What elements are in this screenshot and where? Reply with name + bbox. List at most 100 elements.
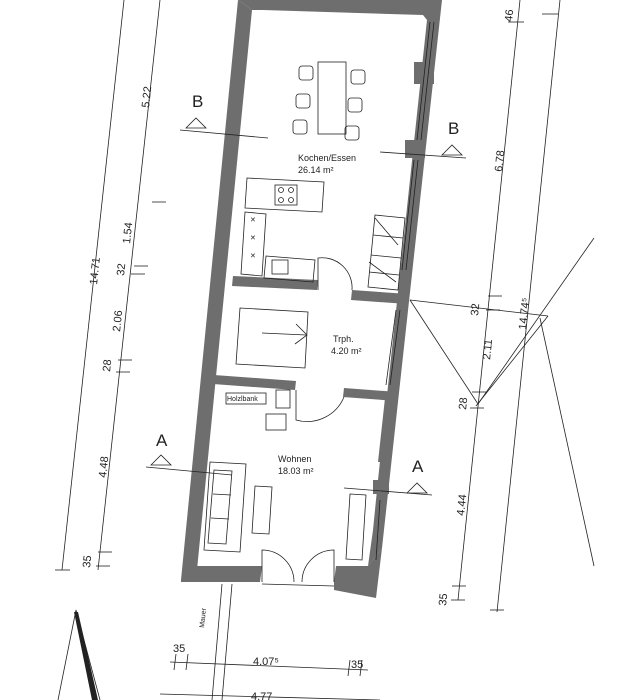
stair-arrow-head bbox=[294, 323, 308, 345]
sideboard bbox=[345, 493, 367, 561]
section-line bbox=[379, 151, 467, 159]
dim-right-4: 2.11 bbox=[481, 339, 495, 361]
terrain-line bbox=[409, 299, 479, 405]
dim-bottom-total: 4.77 bbox=[251, 691, 272, 700]
section-label: A bbox=[412, 457, 424, 476]
wood-storage-box bbox=[225, 392, 267, 405]
window-line bbox=[375, 499, 381, 561]
partition-stair-living-right bbox=[343, 388, 398, 401]
entrance-door bbox=[261, 549, 335, 587]
window-line bbox=[385, 309, 397, 386]
kitchen-counter: ✕ ✕ ✕ bbox=[240, 177, 325, 283]
dim-line bbox=[496, 0, 561, 613]
appliance-mark: ✕ bbox=[250, 217, 256, 224]
stair-hall bbox=[235, 307, 309, 369]
bottom-wall-left bbox=[181, 566, 262, 582]
dim-total-left: 14.71 bbox=[88, 257, 103, 286]
upper-stair bbox=[367, 214, 406, 291]
dim-left-3: 32 bbox=[115, 263, 128, 276]
terrain-line bbox=[539, 317, 595, 567]
dim-line bbox=[457, 0, 521, 601]
terrain-line bbox=[409, 299, 549, 317]
door-swing-kitchen bbox=[317, 257, 353, 291]
terrain-lines bbox=[409, 237, 595, 567]
dim-left-1: 5.22 bbox=[140, 86, 154, 109]
stair-outline bbox=[367, 214, 406, 291]
window-line bbox=[416, 21, 431, 141]
sofa-cushion-line bbox=[210, 517, 230, 520]
sofa-cushion-line bbox=[212, 493, 232, 496]
living-furniture bbox=[203, 389, 367, 561]
partition-kitchen-stair-right bbox=[351, 290, 408, 304]
room-name-living: Wohnen bbox=[278, 454, 311, 464]
exterior-mauer: Mauer bbox=[199, 583, 233, 700]
window-pier-3 bbox=[373, 480, 389, 494]
chair bbox=[350, 69, 366, 85]
dim-bottom: 35 4.07⁵ 35 4.77 bbox=[159, 643, 381, 700]
cooktop bbox=[274, 184, 298, 206]
dim-right-3: 32 bbox=[469, 303, 482, 316]
burner bbox=[278, 187, 284, 193]
room-area-kitchen: 26.14 m² bbox=[298, 165, 334, 175]
dim-tick bbox=[347, 659, 351, 677]
stair-tread bbox=[370, 254, 402, 259]
dim-right-7: 35 bbox=[437, 593, 450, 606]
section-line bbox=[179, 129, 269, 139]
stair-diag bbox=[374, 217, 399, 246]
section-arrow-icon bbox=[185, 117, 207, 129]
section-label: A bbox=[156, 431, 168, 450]
section-arrow-icon bbox=[441, 144, 463, 156]
dim-right-6: 4.44 bbox=[455, 494, 469, 517]
stair-diag bbox=[368, 261, 397, 283]
burner bbox=[288, 197, 294, 203]
chair bbox=[344, 125, 360, 141]
room-name-kitchen: Kochen/Essen bbox=[298, 153, 356, 163]
counter-side bbox=[240, 211, 267, 277]
stair-tread bbox=[372, 234, 404, 239]
section-a-left: A bbox=[145, 431, 233, 476]
section-line bbox=[145, 466, 233, 476]
section-b-left: B bbox=[179, 92, 269, 139]
dim-left-inner: 5.22 1.54 32 2.06 28 4.48 35 bbox=[81, 0, 166, 571]
bottom-wall-right bbox=[334, 548, 382, 598]
counter-top bbox=[244, 177, 325, 213]
appliance-mark: ✕ bbox=[250, 253, 256, 260]
dim-right-5: 28 bbox=[457, 397, 470, 410]
partition-stair-living-left bbox=[213, 375, 296, 390]
chair bbox=[295, 93, 311, 109]
dim-left-7: 35 bbox=[81, 555, 94, 568]
dim-line bbox=[169, 661, 369, 671]
dim-right-2: 6.78 bbox=[493, 150, 507, 173]
partition-kitchen-stair-left bbox=[232, 276, 318, 290]
section-line bbox=[343, 487, 433, 496]
dim-tick bbox=[173, 653, 177, 671]
dim-line bbox=[97, 0, 161, 571]
dim-bottom-mid: 4.07⁵ bbox=[253, 656, 279, 668]
sofa bbox=[203, 461, 247, 553]
mauer-label: Mauer bbox=[199, 607, 208, 628]
room-name-stair: Trph. bbox=[333, 334, 354, 344]
burner bbox=[278, 197, 284, 203]
coffee-table bbox=[251, 485, 273, 535]
terrain-line bbox=[477, 237, 595, 405]
terrain-line bbox=[475, 315, 549, 407]
stair-arrow bbox=[261, 332, 307, 336]
stool bbox=[265, 413, 287, 431]
room-area-living: 18.03 m² bbox=[278, 466, 314, 476]
dim-left-6: 4.48 bbox=[97, 456, 111, 479]
dim-left-4: 2.06 bbox=[111, 310, 125, 333]
window-line bbox=[401, 159, 415, 271]
windows bbox=[375, 21, 435, 561]
section-label: B bbox=[448, 119, 459, 138]
dim-total-right: 14.74⁵ bbox=[517, 297, 532, 330]
section-b-right: B bbox=[379, 119, 467, 159]
window-pier-2 bbox=[405, 140, 425, 158]
chair bbox=[292, 119, 308, 135]
dim-right-inner: 46 6.78 32 2.11 28 4.44 35 bbox=[437, 0, 524, 606]
dim-bottom-right: 35 bbox=[351, 659, 363, 671]
dim-line bbox=[61, 0, 125, 571]
top-wall bbox=[238, 0, 442, 20]
door-swing-living bbox=[295, 390, 345, 422]
appliance-mark: ✕ bbox=[250, 235, 256, 242]
